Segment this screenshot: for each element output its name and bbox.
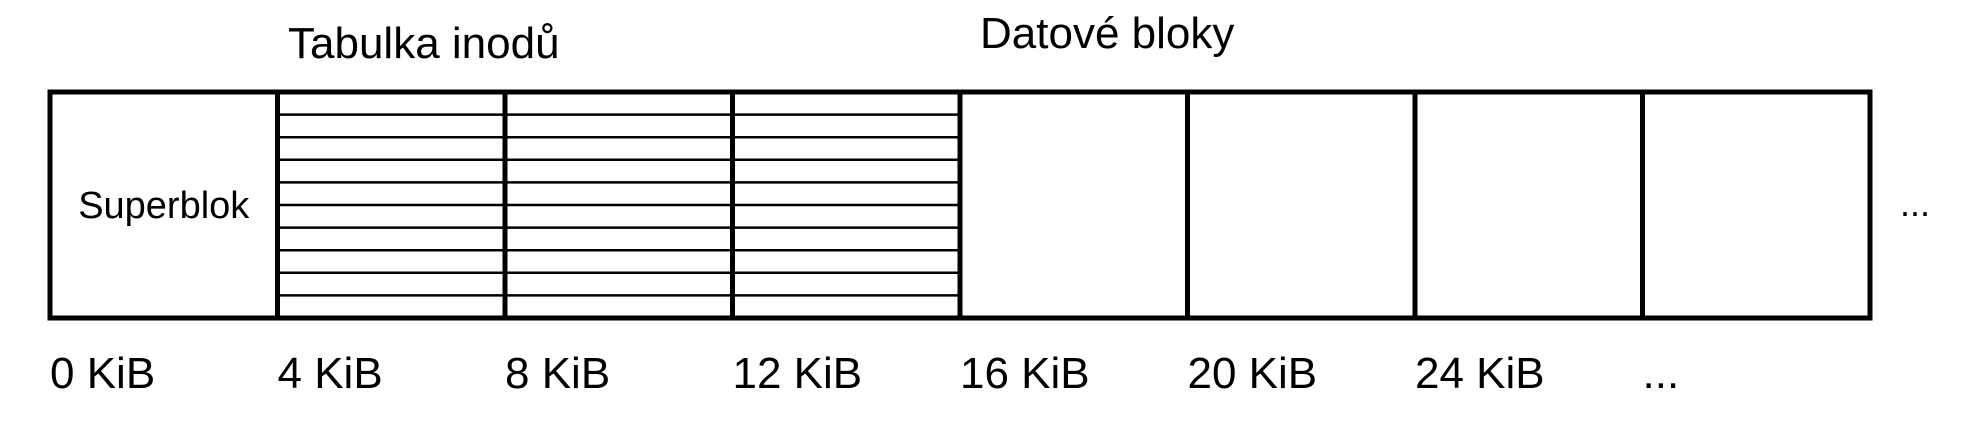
offset-label: 20 KiB xyxy=(1187,349,1318,398)
block-data xyxy=(1415,92,1643,318)
block-data xyxy=(960,92,1188,318)
offset-label: ... xyxy=(1642,349,1680,398)
block-superblock xyxy=(50,92,278,318)
offset-label: 16 KiB xyxy=(960,349,1090,398)
superblock-label: Superblok xyxy=(78,185,250,227)
offset-label: 0 KiB xyxy=(50,349,156,398)
offset-label: 12 KiB xyxy=(732,349,863,398)
offset-label: 8 KiB xyxy=(505,349,611,398)
block-data xyxy=(1642,92,1870,318)
block-data xyxy=(1187,92,1415,318)
inode-table-title: Tabulka inodů xyxy=(288,19,560,68)
offset-label: 24 KiB xyxy=(1415,349,1545,398)
more-blocks-ellipsis: ... xyxy=(1900,183,1931,224)
data-blocks-title: Datové bloky xyxy=(980,9,1235,58)
offset-label: 4 KiB xyxy=(277,349,383,398)
